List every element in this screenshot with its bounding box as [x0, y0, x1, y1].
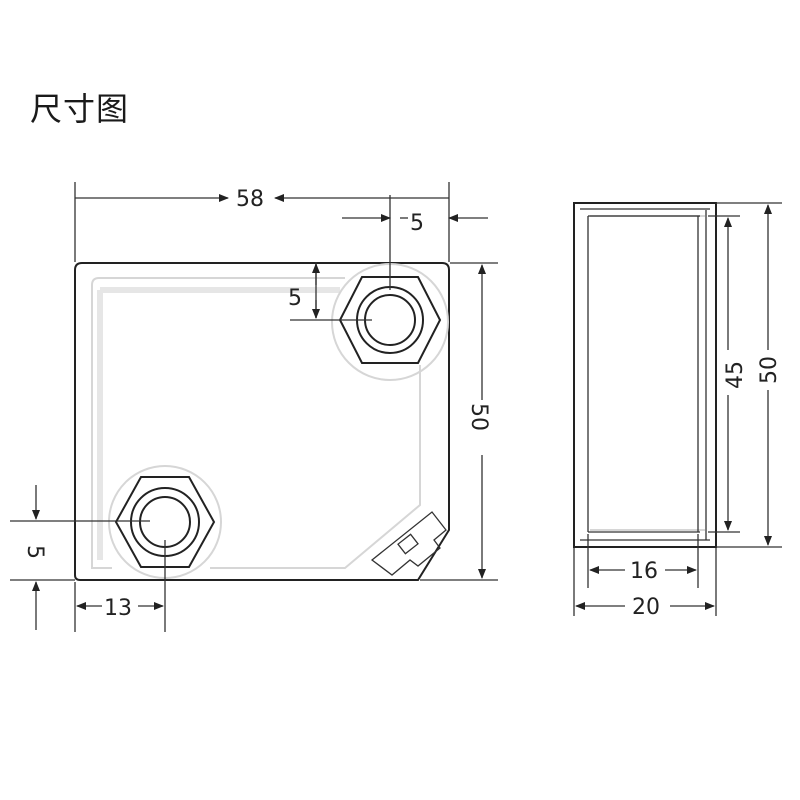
side-view: 45 50 16 20 [573, 202, 782, 620]
dim-front-width: 58 [236, 187, 264, 212]
dim-front-hole-top-offset: 5 [288, 286, 302, 311]
dim-front-height: 50 [466, 403, 491, 431]
dim-front-hole-left-offset: 13 [104, 596, 132, 621]
connector-notch [370, 511, 447, 576]
front-view: 58 5 5 50 5 13 [10, 182, 498, 632]
dim-side-inner-height: 45 [723, 361, 748, 389]
dim-side-inner-width: 16 [630, 559, 658, 584]
dim-front-bottom-left-offset: 5 [22, 545, 47, 559]
dim-side-outer-width: 20 [632, 595, 660, 620]
side-body-outline [573, 202, 717, 548]
front-body-outline [74, 262, 450, 581]
dim-side-outer-height: 50 [757, 356, 782, 384]
dim-front-top-right-offset: 5 [410, 211, 424, 236]
front-inner-outline [91, 277, 421, 569]
page-title: 尺寸图 [30, 90, 130, 128]
